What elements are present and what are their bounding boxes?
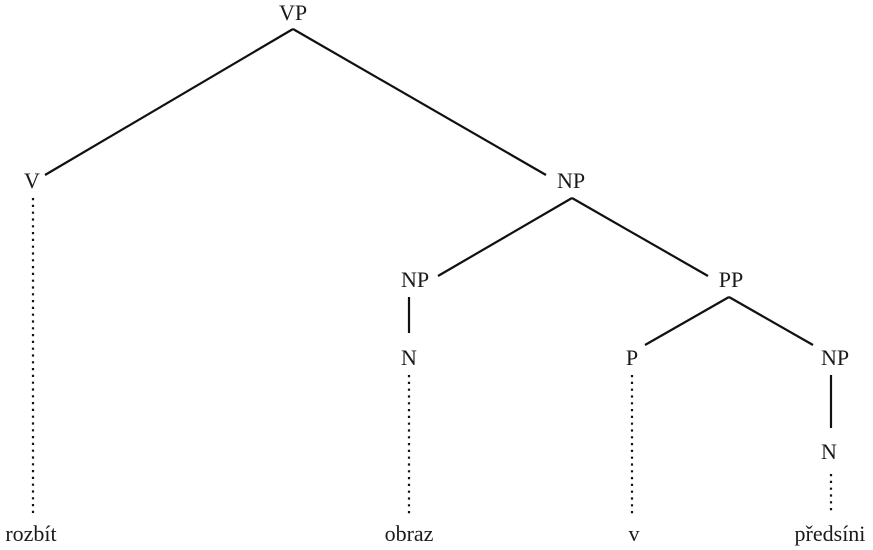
node-vp: VP xyxy=(279,0,307,25)
word-predsini: předsíni xyxy=(795,521,866,546)
node-p: P xyxy=(626,345,638,370)
node-n-loc: N xyxy=(821,439,837,464)
word-rozbit: rozbít xyxy=(5,521,56,546)
edge-pp-nploc xyxy=(728,296,814,346)
edge-np-pp xyxy=(571,197,709,277)
node-np-top: NP xyxy=(557,168,585,193)
word-obraz: obraz xyxy=(385,521,434,546)
node-np-loc: NP xyxy=(821,345,849,370)
edge-np-npobj xyxy=(437,197,573,277)
word-v: v xyxy=(629,521,640,546)
node-np-obj: NP xyxy=(401,267,429,292)
node-n-obj: N xyxy=(401,345,417,370)
edge-pp-p xyxy=(644,296,730,346)
edge-vp-v xyxy=(44,28,294,176)
edge-vp-np xyxy=(292,28,547,176)
node-v: V xyxy=(24,168,40,193)
node-pp: PP xyxy=(719,267,743,292)
